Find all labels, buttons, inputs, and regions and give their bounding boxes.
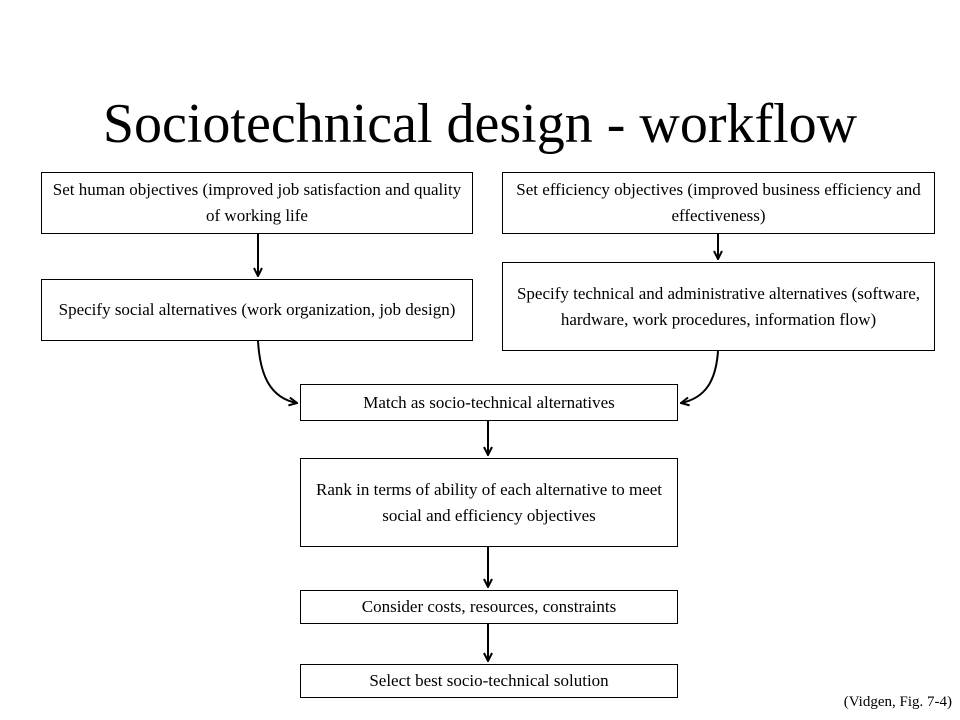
select-solution-text: Select best socio-technical solution [369,671,609,690]
select-solution-box: Select best socio-technical solution [300,664,678,698]
technical-alternatives-text: Specify technical and administrative alt… [516,283,921,329]
human-objectives-box: Set human objectives (improved job satis… [41,172,473,234]
slide-title: Sociotechnical design - workflow [102,93,858,155]
source-citation: (Vidgen, Fig. 7-4) [843,694,952,710]
rank-alternatives-text: Rank in terms of ability of each alterna… [315,479,663,525]
efficiency-objectives-box: Set efficiency objectives (improved busi… [502,172,935,234]
social-alternatives-box: Specify social alternatives (work organi… [41,279,473,341]
arrow-technical-to-match [681,350,719,403]
match-alternatives-box: Match as socio-technical alternatives [300,384,678,421]
human-objectives-text: Set human objectives (improved job satis… [52,180,462,225]
rank-alternatives-box: Rank in terms of ability of each alterna… [300,458,678,547]
efficiency-objectives-text: Set efficiency objectives (improved busi… [516,180,921,225]
consider-costs-text: Consider costs, resources, constraints [361,597,617,616]
consider-costs-box: Consider costs, resources, constraints [300,590,678,624]
match-alternatives-text: Match as socio-technical alternatives [363,392,615,412]
technical-alternatives-box: Specify technical and administrative alt… [502,262,935,351]
social-alternatives-text: Specify social alternatives (work organi… [58,300,456,319]
arrow-social-to-match [257,340,297,403]
